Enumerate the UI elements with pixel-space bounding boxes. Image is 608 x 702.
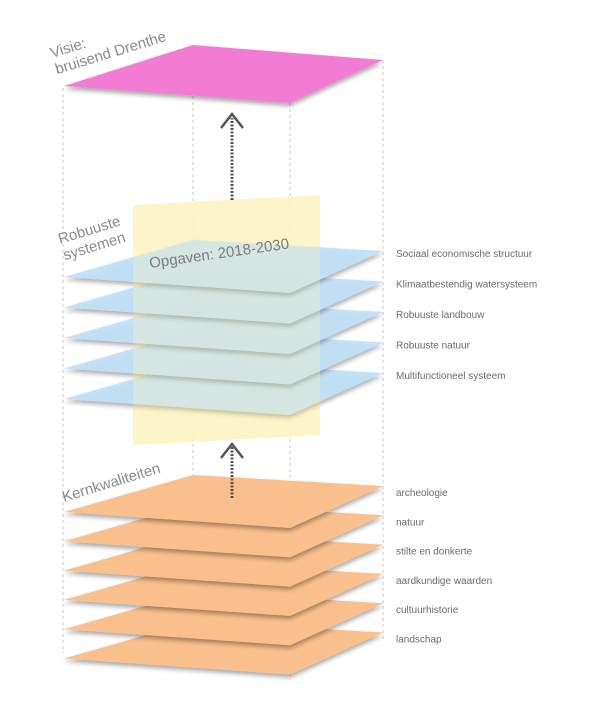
core-label-stilte-en-donkerte: stilte en donkerte	[396, 547, 473, 558]
systems-label-sociaal-economische-structuur: Sociaal economische structuur	[396, 249, 533, 260]
core-label-cultuurhistorie: cultuurhistorie	[396, 605, 459, 616]
core-layer-stack	[64, 475, 383, 675]
core-layer-archeologie	[64, 475, 383, 528]
systems-layer-sociaal-economische-structuur	[64, 240, 383, 293]
arrow-up-icon	[220, 111, 244, 200]
systems-title: Robuustesystemen	[56, 213, 127, 264]
systems-label-robuuste-landbouw: Robuuste landbouw	[396, 310, 485, 321]
opgaven-overlay-tint	[133, 195, 320, 445]
core-label-landschap: landschap	[396, 635, 442, 646]
core-layer-labels: archeologie natuur stilte en donkerte aardk…	[396, 488, 492, 646]
systems-layer-labels: Sociaal economische structuurKlimaatbest…	[396, 249, 537, 382]
systems-layer-stack	[64, 240, 383, 415]
systems-label-klimaatbestendig-watersysteem: Klimaatbestendig watersysteem	[396, 280, 537, 291]
core-label-natuur: natuur	[396, 517, 425, 528]
systems-label-multifunctioneel-systeem: Multifunctioneel systeem	[396, 371, 506, 382]
vision-layer	[64, 45, 383, 103]
core-label-archeologie: archeologie	[396, 488, 448, 499]
arrow-up-icon	[220, 441, 244, 498]
systems-label-robuuste-natuur: Robuuste natuur	[396, 341, 471, 352]
core-label-aardkundige-waarden: aardkundige waarden	[396, 576, 492, 587]
